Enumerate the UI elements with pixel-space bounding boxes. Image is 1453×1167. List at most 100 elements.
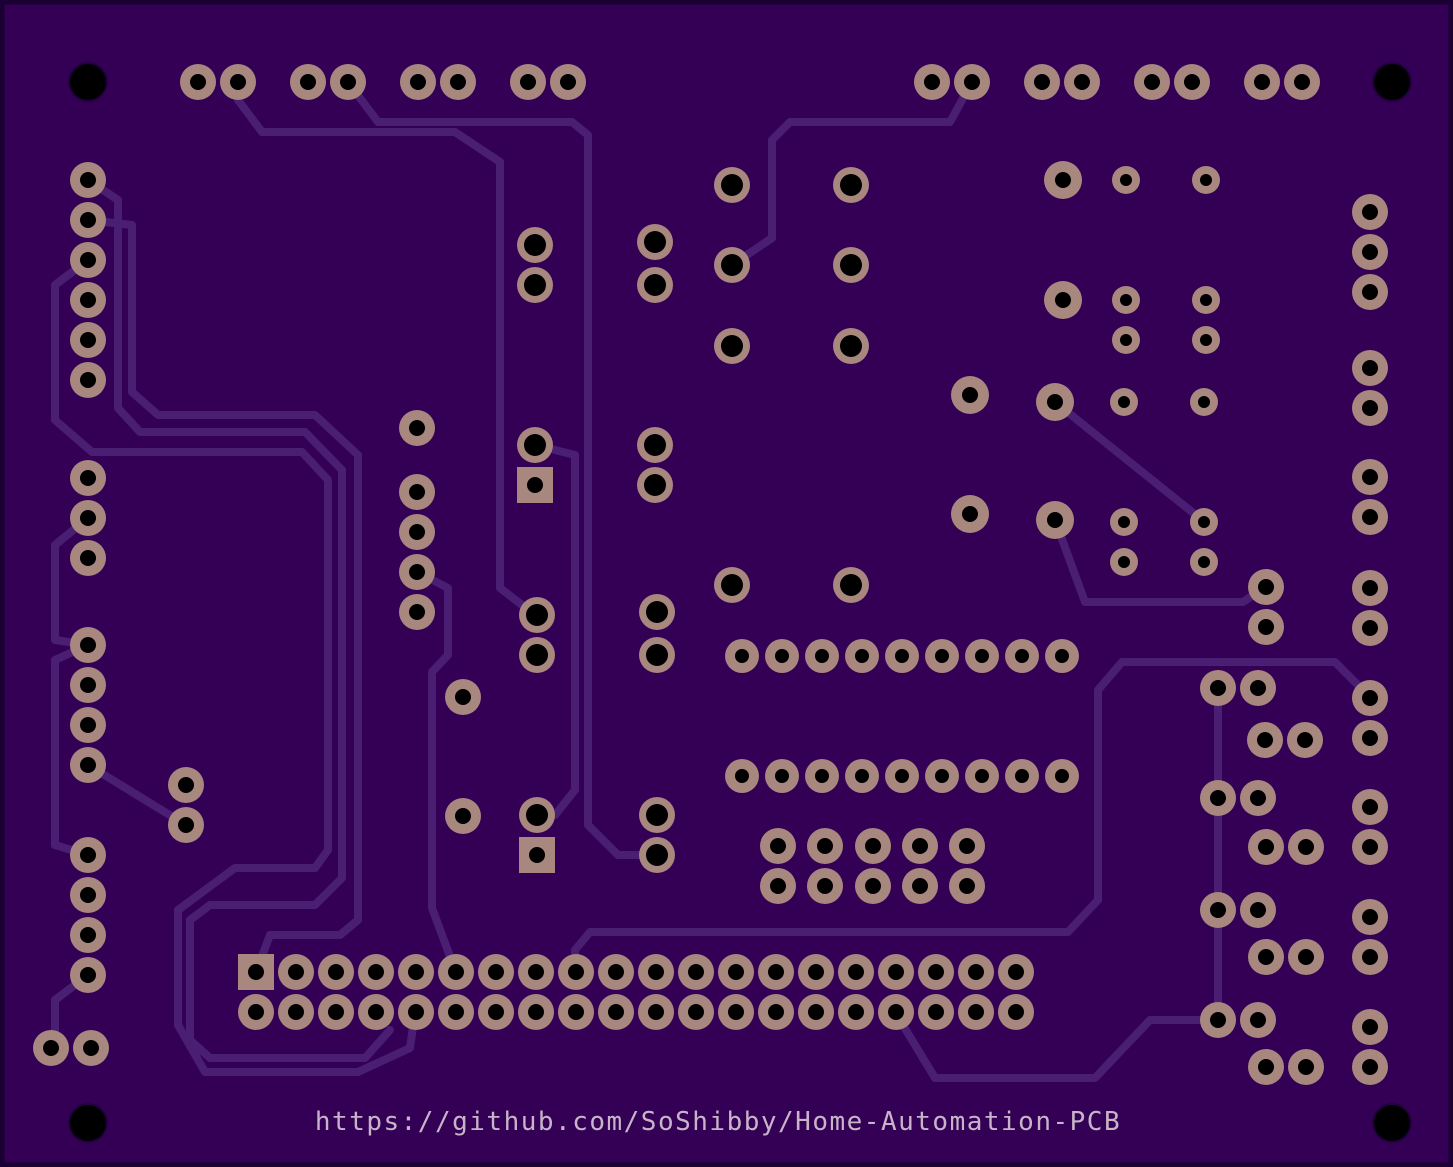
round-pad — [70, 540, 106, 576]
round-pad — [1247, 722, 1283, 758]
round-pad — [1045, 759, 1079, 793]
round-pad — [1248, 609, 1284, 645]
round-pad — [1112, 166, 1140, 194]
round-pad — [70, 877, 106, 913]
round-pad — [399, 410, 435, 446]
round-pad — [1240, 1002, 1276, 1038]
round-pad — [70, 957, 106, 993]
round-pad — [1200, 780, 1236, 816]
mounting-hole — [68, 1103, 108, 1143]
round-pad — [878, 994, 914, 1030]
round-pad — [399, 514, 435, 550]
round-pad — [598, 994, 634, 1030]
round-pad — [510, 64, 546, 100]
round-pad — [70, 242, 106, 278]
round-pad — [1352, 789, 1388, 825]
round-pad — [758, 954, 794, 990]
round-pad — [519, 637, 555, 673]
round-pad — [1352, 390, 1388, 426]
round-pad — [399, 554, 435, 590]
round-pad — [958, 954, 994, 990]
round-pad — [318, 994, 354, 1030]
round-pad — [718, 954, 754, 990]
round-pad — [678, 994, 714, 1030]
round-pad — [807, 828, 843, 864]
silkscreen-url: https://github.com/SoShibby/Home-Automat… — [315, 1107, 1121, 1137]
round-pad — [70, 707, 106, 743]
round-pad — [1288, 939, 1324, 975]
round-pad — [1352, 610, 1388, 646]
round-pad — [518, 954, 554, 990]
round-pad — [70, 162, 106, 198]
round-pad — [885, 759, 919, 793]
round-pad — [760, 868, 796, 904]
round-pad — [639, 637, 675, 673]
round-pad — [445, 679, 481, 715]
round-pad — [838, 994, 874, 1030]
round-pad — [168, 807, 204, 843]
round-pad — [1200, 1002, 1236, 1038]
round-pad — [70, 362, 106, 398]
round-pad — [519, 597, 555, 633]
round-pad — [1192, 326, 1220, 354]
mounting-holes — [68, 62, 1412, 1143]
round-pad — [438, 994, 474, 1030]
round-pad — [1200, 892, 1236, 928]
round-pad — [1044, 161, 1082, 199]
round-pad — [1005, 759, 1039, 793]
round-pad — [798, 994, 834, 1030]
round-pad — [765, 639, 799, 673]
round-pad — [168, 767, 204, 803]
round-pad — [558, 954, 594, 990]
round-pad — [517, 427, 553, 463]
round-pad — [805, 639, 839, 673]
round-pad — [914, 64, 950, 100]
round-pad — [1352, 720, 1388, 756]
round-pad — [1036, 383, 1074, 421]
round-pad — [807, 868, 843, 904]
round-pad — [73, 1030, 109, 1066]
round-pad — [1288, 1049, 1324, 1085]
mounting-hole — [1372, 62, 1412, 102]
round-pad — [714, 328, 750, 364]
round-pad — [878, 954, 914, 990]
round-pad — [1352, 194, 1388, 230]
round-pad — [1287, 722, 1323, 758]
round-pad — [638, 954, 674, 990]
round-pad — [1190, 508, 1218, 536]
round-pad — [517, 227, 553, 263]
round-pad — [70, 837, 106, 873]
round-pad — [714, 567, 750, 603]
round-pad — [70, 202, 106, 238]
round-pad — [1352, 350, 1388, 386]
round-pad — [1352, 829, 1388, 865]
round-pad — [399, 594, 435, 630]
round-pad — [1110, 548, 1138, 576]
round-pad — [1192, 286, 1220, 314]
round-pad — [278, 994, 314, 1030]
round-pad — [398, 994, 434, 1030]
round-pad — [760, 828, 796, 864]
round-pad — [637, 467, 673, 503]
round-pad — [765, 759, 799, 793]
round-pad — [925, 759, 959, 793]
round-pad — [70, 322, 106, 358]
round-pad — [180, 64, 216, 100]
round-pad — [639, 797, 675, 833]
round-pad — [1240, 892, 1276, 928]
round-pad — [1036, 501, 1074, 539]
round-pad — [478, 994, 514, 1030]
round-pad — [918, 994, 954, 1030]
round-pad — [33, 1030, 69, 1066]
round-pad — [220, 64, 256, 100]
round-pad — [1190, 548, 1218, 576]
round-pad — [949, 828, 985, 864]
round-pad — [949, 868, 985, 904]
round-pad — [517, 267, 553, 303]
round-pad — [958, 994, 994, 1030]
round-pad — [70, 667, 106, 703]
round-pad — [1190, 388, 1218, 416]
round-pad — [398, 954, 434, 990]
round-pad — [70, 500, 106, 536]
round-pad — [798, 954, 834, 990]
